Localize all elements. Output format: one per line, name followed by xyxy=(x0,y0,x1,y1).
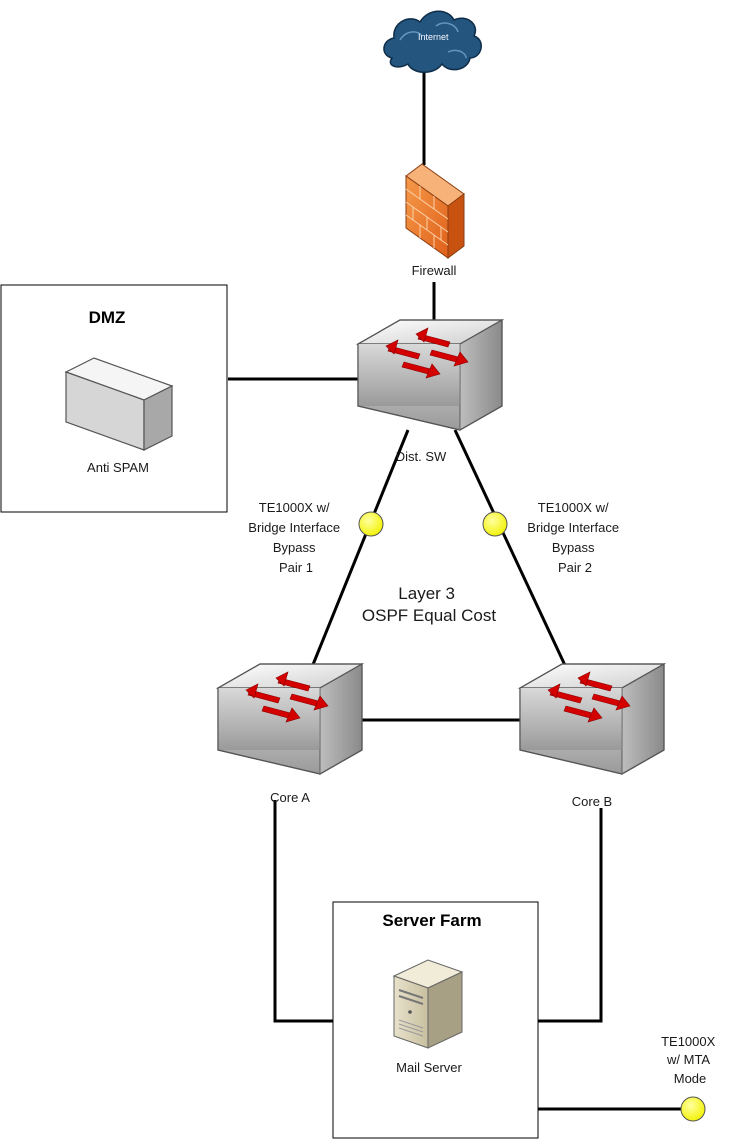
cloud-icon xyxy=(383,10,482,73)
link-dist-sw-core-b xyxy=(453,429,572,677)
bypass-pair-2-line-1: TE1000X w/ xyxy=(538,500,609,515)
bypass-pair-2-line-3: Bypass xyxy=(552,540,595,555)
switch-icon xyxy=(357,319,503,431)
routing-label: Layer 3 OSPF Equal Cost xyxy=(362,584,496,625)
core-b-switch: Core B xyxy=(519,663,665,809)
dist-switch: Dist. SW xyxy=(357,319,503,464)
core-a-label: Core A xyxy=(270,790,310,805)
bypass-pair-1: TE1000X w/ Bridge Interface Bypass Pair … xyxy=(248,500,384,575)
mta-line-1: TE1000X xyxy=(661,1034,716,1049)
link-dist-sw-core-a xyxy=(308,429,410,673)
mta-node: TE1000X w/ MTA Mode xyxy=(661,1034,719,1122)
bypass-pair-1-line-1: TE1000X w/ xyxy=(259,500,330,515)
switch-icon xyxy=(519,663,665,775)
firewall: Firewall xyxy=(405,163,465,278)
anti-spam-label: Anti SPAM xyxy=(87,460,149,475)
bypass-pair-1-line-3: Bypass xyxy=(273,540,316,555)
mta-line-3: Mode xyxy=(674,1071,707,1086)
dist-switch-label: Dist. SW xyxy=(396,449,447,464)
mta-line-2: w/ MTA xyxy=(666,1052,710,1067)
bypass-pair-2: TE1000X w/ Bridge Interface Bypass Pair … xyxy=(482,500,622,575)
mta-node-text: TE1000X w/ MTA Mode xyxy=(661,1034,719,1086)
firewall-label: Firewall xyxy=(412,263,457,278)
bypass-pair-1-line-4: Pair 1 xyxy=(279,560,313,575)
appliance-icon xyxy=(64,357,174,451)
bypass-node-1 xyxy=(358,511,384,537)
bypass-pair-1-line-2: Bridge Interface xyxy=(248,520,340,535)
bypass-node-2 xyxy=(482,511,508,537)
switch-icon xyxy=(217,663,363,775)
server-farm-title: Server Farm xyxy=(382,911,481,930)
server-icon xyxy=(392,959,464,1049)
bypass-pair-2-text: TE1000X w/ Bridge Interface Bypass Pair … xyxy=(527,500,622,575)
dmz-zone: DMZ Anti SPAM xyxy=(0,284,228,513)
mta-node-circle xyxy=(680,1096,706,1122)
core-a-switch: Core A xyxy=(217,663,363,805)
bypass-pair-2-line-4: Pair 2 xyxy=(558,560,592,575)
link-core-a-server-farm xyxy=(273,800,333,1023)
internet-cloud: Internet xyxy=(383,10,482,73)
core-b-label: Core B xyxy=(572,794,612,809)
server-farm-zone: Server Farm Mail Server xyxy=(332,901,539,1139)
bypass-pair-2-line-2: Bridge Interface xyxy=(527,520,619,535)
dmz-title: DMZ xyxy=(89,308,126,327)
internet-label: Internet xyxy=(418,32,449,42)
routing-line-1: Layer 3 xyxy=(398,584,455,603)
firewall-icon xyxy=(405,163,465,259)
mail-server-label: Mail Server xyxy=(396,1060,462,1075)
bypass-pair-1-text: TE1000X w/ Bridge Interface Bypass Pair … xyxy=(248,500,343,575)
link-core-b-server-farm xyxy=(538,808,603,1023)
routing-line-2: OSPF Equal Cost xyxy=(362,606,496,625)
links xyxy=(228,62,690,1111)
